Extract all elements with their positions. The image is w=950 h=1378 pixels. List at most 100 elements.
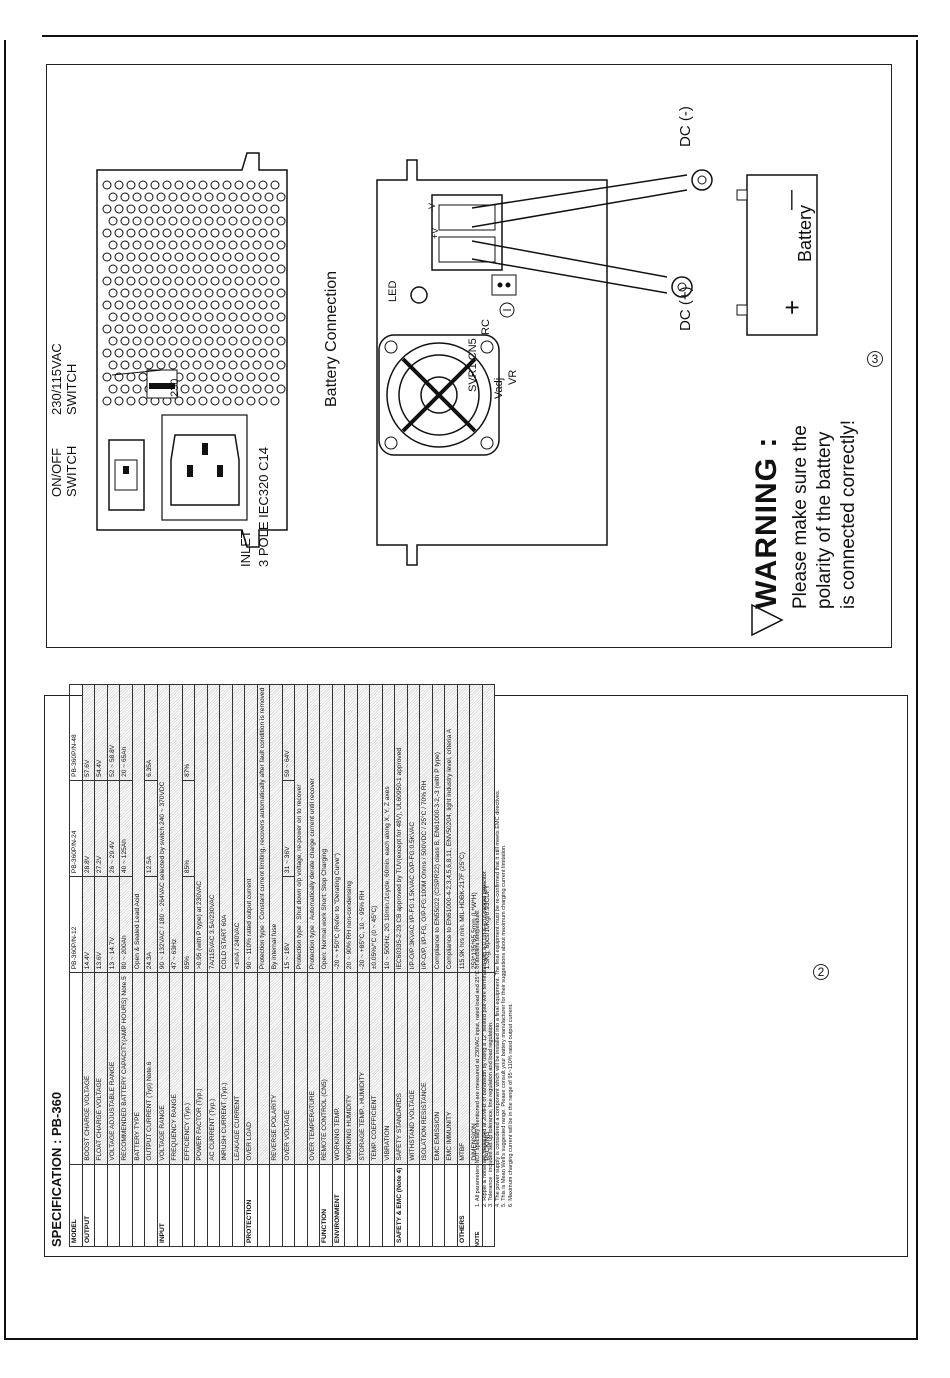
value-cell: 59 ~ 64V <box>282 684 295 781</box>
item-cell: VIBRATION <box>382 972 395 1165</box>
vent-hole <box>246 372 256 382</box>
vent-hole <box>120 312 130 322</box>
vent-hole <box>192 288 202 298</box>
vent-hole <box>222 252 232 262</box>
value-cell: -20 ~ +85°C, 10 ~ 95% RH <box>357 684 370 973</box>
vent-hole <box>180 384 190 394</box>
vent-hole <box>186 180 196 190</box>
rc-label: RC <box>480 319 492 335</box>
vent-hole <box>192 384 202 394</box>
notes-body: 1. All parameters NOT specially mentione… <box>475 790 514 1207</box>
vent-hole <box>132 360 142 370</box>
vent-hole <box>102 276 112 286</box>
item-cell: VOLTAGE RANGE <box>157 972 170 1165</box>
vent-hole <box>276 192 286 202</box>
vent-hole <box>102 372 112 382</box>
value-cell: 115.9K hrs min. MIL-HDBK-217F (25°C) <box>457 684 470 973</box>
vent-hole <box>192 312 202 322</box>
spec-table: MODEL PB-360P/N-12 PB-360P/N-24 PB-360P/… <box>69 684 495 1247</box>
group-cell <box>344 1164 357 1247</box>
vent-hole <box>132 264 142 274</box>
vent-hole <box>186 252 196 262</box>
vent-hole <box>150 252 160 262</box>
table-row: Protection type : Shut down o/p voltage,… <box>294 684 307 1247</box>
vent-hole <box>210 300 220 310</box>
cn5-connector <box>491 274 517 296</box>
table-row: EFFICIENCY (Typ.)85%85%87% <box>182 684 195 1247</box>
on-off-rocker <box>114 459 138 491</box>
vent-hole <box>210 180 220 190</box>
vent-hole <box>180 288 190 298</box>
vent-hole <box>252 264 262 274</box>
cable-positive <box>471 240 668 294</box>
value-cell: 87% <box>182 684 195 781</box>
top-rule <box>42 35 918 37</box>
vent-hole <box>114 276 124 286</box>
vent-hole <box>126 300 136 310</box>
vent-hole <box>174 276 184 286</box>
inlet-pin <box>217 465 223 477</box>
plus-v-label: +V <box>430 227 440 239</box>
vent-hole <box>138 180 148 190</box>
vent-hole <box>240 336 250 346</box>
table-row: POWER FACTOR (Typ.)>0.95 (with P type) a… <box>194 684 207 1247</box>
vent-hole <box>270 300 280 310</box>
item-cell: TEMP. COEFFICIENT <box>369 972 382 1165</box>
value-cell: 26 ~ 29.4V <box>107 780 120 877</box>
vent-hole <box>246 300 256 310</box>
item-cell: EMC EMISSION <box>432 972 445 1165</box>
group-cell <box>282 1164 295 1247</box>
vent-hole <box>156 312 166 322</box>
vent-hole <box>258 300 268 310</box>
value-cell: 7A/115VAC 3.5A/230VAC <box>207 684 220 973</box>
vent-hole <box>138 252 148 262</box>
table-row: TEMP. COEFFICIENT±0.05%/°C (0 ~ 45°C) <box>369 684 382 1247</box>
value-cell: Open & Sealed Lead Acid <box>132 684 145 973</box>
vent-hole <box>180 264 190 274</box>
vent-hole <box>192 192 202 202</box>
vent-hole <box>144 336 154 346</box>
vent-hole <box>180 336 190 346</box>
warning-body: Please make sure the polarity of the bat… <box>790 419 859 609</box>
vent-hole <box>276 384 286 394</box>
leader-line <box>111 369 163 376</box>
vent-hole <box>144 288 154 298</box>
value-cell: Open: Normal work Short: Stop Charging <box>319 684 332 973</box>
vent-hole <box>240 240 250 250</box>
item-cell: SAFETY STANDARDS <box>394 972 407 1165</box>
vent-hole <box>114 300 124 310</box>
vent-hole <box>222 372 232 382</box>
vent-hole <box>216 264 226 274</box>
vent-hole <box>132 240 142 250</box>
vent-hole <box>168 192 178 202</box>
vent-hole <box>102 204 112 214</box>
vent-hole <box>234 276 244 286</box>
left-rule <box>4 40 6 1340</box>
vent-hole <box>234 228 244 238</box>
vent-hole <box>192 336 202 346</box>
value-cell: 27.2V <box>94 780 107 877</box>
group-cell <box>432 1164 445 1247</box>
vent-hole <box>168 240 178 250</box>
vent-hole <box>216 216 226 226</box>
value-cell: 52 ~ 58.8V <box>107 684 120 781</box>
item-cell: MTBF <box>457 972 470 1165</box>
group-cell <box>144 1164 157 1247</box>
vent-hole <box>246 228 256 238</box>
vent-hole <box>210 252 220 262</box>
item-cell: WITHSTAND VOLTAGE <box>407 972 420 1165</box>
value-cell: 54.4V <box>94 684 107 781</box>
vent-hole <box>270 252 280 262</box>
vent-hole <box>264 192 274 202</box>
group-cell <box>369 1164 382 1247</box>
vent-hole <box>114 180 124 190</box>
vent-hole <box>150 276 160 286</box>
vent-hole <box>204 336 214 346</box>
vent-hole <box>246 252 256 262</box>
vent-hole <box>174 180 184 190</box>
vent-hole <box>120 240 130 250</box>
